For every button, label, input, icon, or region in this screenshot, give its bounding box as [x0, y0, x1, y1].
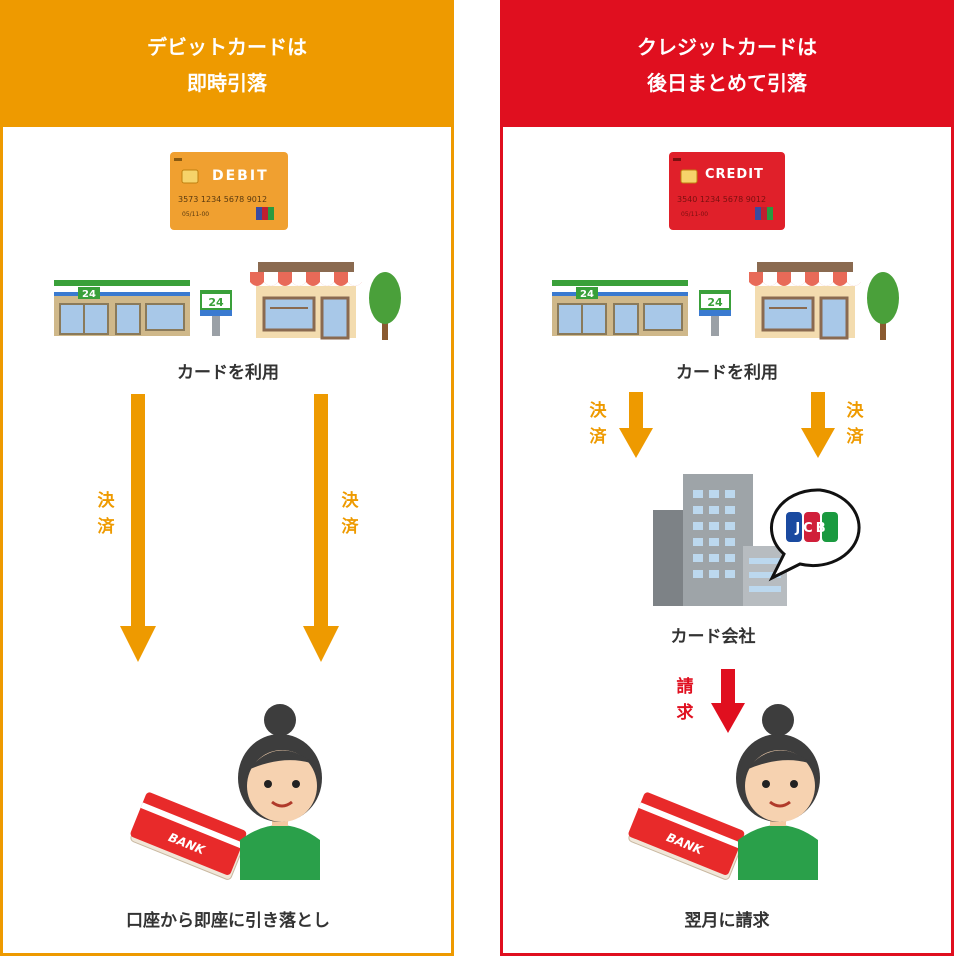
debit-person-icon — [238, 704, 322, 880]
debit-convenience-store-icon: 24 — [54, 280, 190, 336]
credit-bill-label: 請 求 — [675, 674, 695, 726]
debit-header: デビットカードは 即時引落 — [3, 3, 451, 127]
debit-settle-arrow-left — [120, 394, 156, 662]
credit-bankbook-icon: BANK — [628, 792, 746, 880]
credit-settle-label-right: 決 済 — [845, 398, 865, 450]
debit-header-line2: 即時引落 — [187, 71, 267, 95]
credit-result-label: 翌月に請求 — [684, 911, 770, 931]
credit-use-label: カードを利用 — [676, 363, 778, 383]
debit-settle-arrow-right — [303, 394, 339, 662]
debit-sign-post-text: 24 — [208, 296, 224, 309]
debit-store-sign-post-icon: 24 — [200, 290, 232, 336]
debit-use-label: カードを利用 — [177, 363, 279, 383]
card-company-building-icon — [653, 474, 787, 606]
debit-settle-label-left: 決 済 — [96, 488, 116, 540]
credit-convenience-store-icon: 24 — [552, 280, 688, 336]
credit-settle-left-char2: 済 — [589, 427, 607, 447]
credit-card-expiry: 05/11-00 — [681, 211, 708, 218]
card-company-label: カード会社 — [670, 627, 756, 647]
jcb-speech-bubble-icon: JCB — [768, 488, 861, 582]
credit-person-icon — [736, 704, 820, 880]
credit-header-line2: 後日まとめて引落 — [647, 71, 807, 95]
debit-card-brand: DEBIT — [212, 168, 269, 184]
credit-settle-left-char1: 決 — [589, 401, 607, 421]
debit-bankbook-icon: BANK — [130, 792, 248, 880]
credit-sign-post-text: 24 — [707, 296, 723, 309]
debit-header-line1: デビットカードは — [147, 35, 307, 59]
debit-settle-right-char2: 済 — [341, 517, 359, 537]
jcb-logo-text: JCB — [794, 521, 828, 536]
credit-settle-arrow-left — [619, 392, 653, 458]
credit-settle-right-char2: 済 — [846, 427, 864, 447]
credit-header: クレジットカードは 後日まとめて引落 — [503, 3, 951, 127]
credit-settle-arrow-right — [801, 392, 835, 458]
debit-store-sign-text: 24 — [82, 289, 96, 300]
credit-tree-icon — [867, 272, 899, 340]
debit-tree-icon — [369, 272, 401, 340]
credit-header-line1: クレジットカードは — [637, 35, 817, 59]
credit-store-sign-post-icon: 24 — [699, 290, 731, 336]
credit-card-icon: CREDIT 3540 1234 5678 9012 05/11-00 — [669, 152, 785, 230]
credit-bill-char1: 請 — [676, 677, 694, 697]
debit-card-expiry: 05/11-00 — [182, 211, 209, 218]
debit-settle-label-right: 決 済 — [340, 488, 360, 540]
debit-card-icon: DEBIT 3573 1234 5678 9012 05/11-00 — [170, 152, 288, 230]
debit-shop-icon — [250, 262, 362, 340]
debit-settle-right-char1: 決 — [341, 491, 359, 511]
credit-bill-arrow — [711, 669, 745, 733]
credit-store-sign-text: 24 — [580, 289, 594, 300]
credit-card-number: 3540 1234 5678 9012 — [677, 195, 766, 204]
debit-result-label: 口座から即座に引き落とし — [126, 911, 330, 931]
debit-settle-left-char1: 決 — [97, 491, 115, 511]
credit-bill-char2: 求 — [676, 703, 694, 723]
credit-settle-label-left: 決 済 — [588, 398, 608, 450]
credit-shop-icon — [749, 262, 861, 340]
credit-settle-right-char1: 決 — [846, 401, 864, 421]
debit-settle-left-char2: 済 — [97, 517, 115, 537]
credit-card-brand: CREDIT — [705, 167, 764, 182]
debit-card-number: 3573 1234 5678 9012 — [178, 195, 267, 204]
